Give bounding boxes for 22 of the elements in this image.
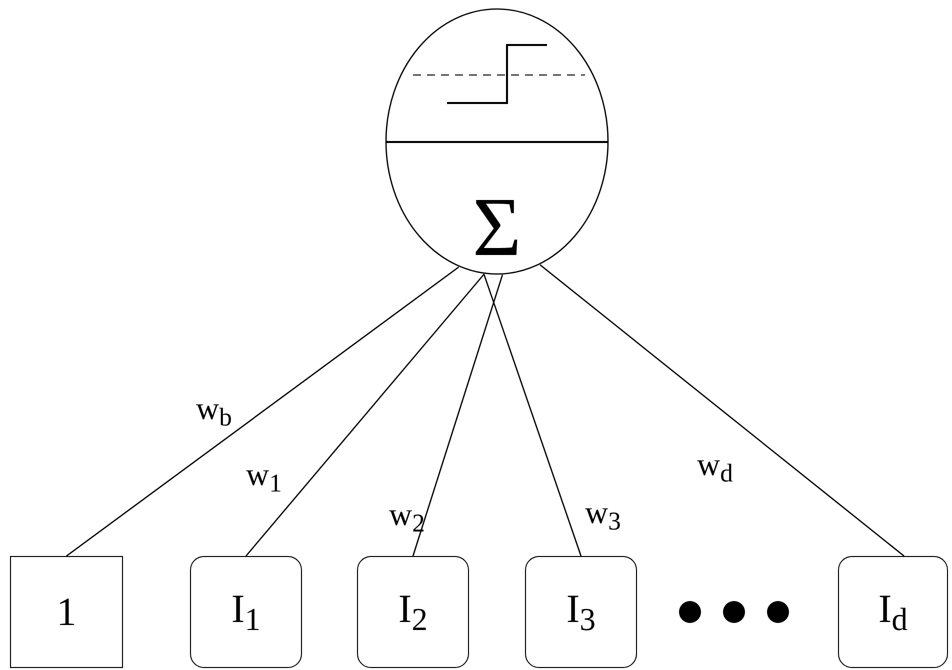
input-box (525, 556, 637, 668)
neuron-ellipse (385, 8, 609, 275)
connector-line (246, 274, 485, 556)
input-box (10, 556, 123, 668)
edge-label: w$_{b}$ (196, 392, 232, 430)
connector-line (66, 266, 460, 557)
edge-label: w$_{3}$ (585, 496, 621, 534)
edge-label: w$_{1}$ (246, 458, 282, 496)
connector-line (483, 274, 582, 556)
edge-label: w$_{d}$ (697, 448, 733, 486)
sum-symbol: Σ (472, 186, 522, 270)
input-box (357, 556, 469, 668)
input-box (190, 556, 302, 668)
input-label: I$_{1}$ (231, 589, 261, 635)
edge-label: w$_{2}$ (389, 498, 425, 536)
input-label: I$_{d}$ (878, 589, 908, 635)
input-label: I$_{3}$ (566, 589, 596, 635)
connector-line (412, 274, 504, 556)
connector-line (540, 264, 904, 556)
input-label: I$_{2}$ (398, 589, 428, 635)
input-label: 1 (56, 592, 76, 632)
input-box (838, 556, 948, 668)
